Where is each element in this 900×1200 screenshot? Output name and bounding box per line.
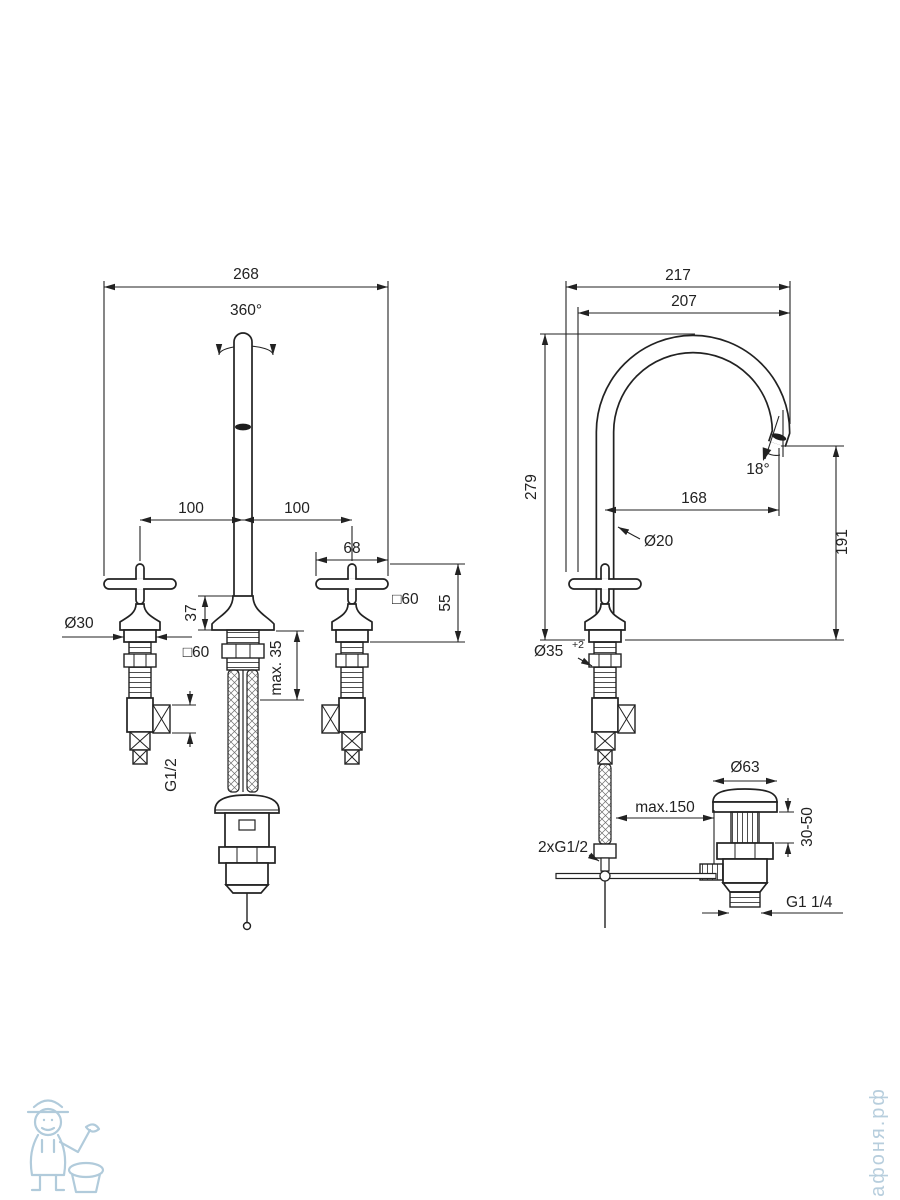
dim-spacing-right: 100	[284, 500, 310, 517]
outlet-angle-annotation	[762, 410, 784, 461]
horizontal-rod	[555, 872, 717, 880]
plumber-mascot-watermark	[26, 1099, 105, 1194]
flow-arrow	[762, 447, 772, 461]
dim-handle-diameter: Ø30	[64, 615, 94, 632]
pull-rod-hook	[242, 921, 252, 931]
side-view: 217 207 279 18° 168 Ø20 191 Ø35 +2 max.1…	[523, 267, 851, 928]
handle-side	[568, 563, 642, 872]
aerator-band	[235, 423, 251, 431]
mascot-toilet	[67, 1161, 105, 1179]
dim-outlet-angle: 18°	[746, 461, 769, 478]
dim-waste-flange-diameter: Ø63	[730, 759, 759, 776]
front-view: 268 360° 100 100 68 37 □60 □60 55 Ø30 ma…	[62, 266, 465, 931]
dim-height-total: 279	[523, 474, 540, 500]
mascot-cap	[32, 1099, 64, 1109]
pop-up-linkage	[555, 870, 717, 928]
spout-front	[211, 332, 275, 631]
flex-hose-left	[227, 669, 240, 793]
dim-outlet-height: 191	[834, 529, 851, 555]
rod-joint-ball	[599, 870, 611, 882]
dim-spacing-left: 100	[178, 500, 204, 517]
dim-max-deck-thickness: max. 35	[268, 640, 285, 695]
dim-deck-thickness-range: 30-50	[799, 807, 816, 847]
dim-handle-height: 55	[437, 594, 454, 611]
mascot-body	[29, 1133, 67, 1177]
dim-spout-tube-diameter: Ø20	[644, 533, 674, 550]
mascot-head	[33, 1107, 63, 1137]
spout-base-cone	[211, 595, 275, 631]
dim-mounting-hole-tolerance: +2	[572, 639, 584, 651]
dim-handle-width: 68	[343, 540, 360, 557]
dim-handle-base-square: □60	[392, 591, 419, 608]
dim-spout-base-square: □60	[183, 644, 210, 661]
spout-undercounter	[221, 629, 265, 793]
dim-depth-spout: 207	[671, 293, 697, 310]
waste-front	[214, 794, 280, 931]
handle-right-front	[315, 563, 389, 765]
waste-tailpipe	[729, 891, 761, 908]
dim-depth-total: 217	[665, 267, 691, 284]
dim-mounting-hole: Ø35	[534, 643, 563, 660]
front-dimensions	[62, 281, 465, 747]
side-dimensions	[540, 281, 844, 917]
dim-swivel-angle: 360°	[230, 302, 262, 319]
flex-hose-side	[598, 763, 612, 845]
dim-handle-thread: G1/2	[163, 758, 180, 792]
dim-waste-thread: G1 1/4	[786, 894, 833, 911]
dim-hose-threads: 2xG1/2	[538, 839, 588, 856]
dim-spout-reach: 168	[681, 490, 707, 507]
waste-side	[699, 788, 778, 908]
dim-rod-reach: max.150	[635, 799, 695, 816]
dim-spout-base-height: 37	[183, 604, 200, 621]
handle-left-front	[103, 563, 177, 765]
flex-hose-right	[246, 669, 259, 793]
site-watermark: афоня.рф	[867, 1087, 889, 1197]
dim-overall-width: 268	[233, 266, 259, 283]
mascot-arm-plunger	[58, 1128, 92, 1154]
hose-nut	[593, 843, 617, 859]
